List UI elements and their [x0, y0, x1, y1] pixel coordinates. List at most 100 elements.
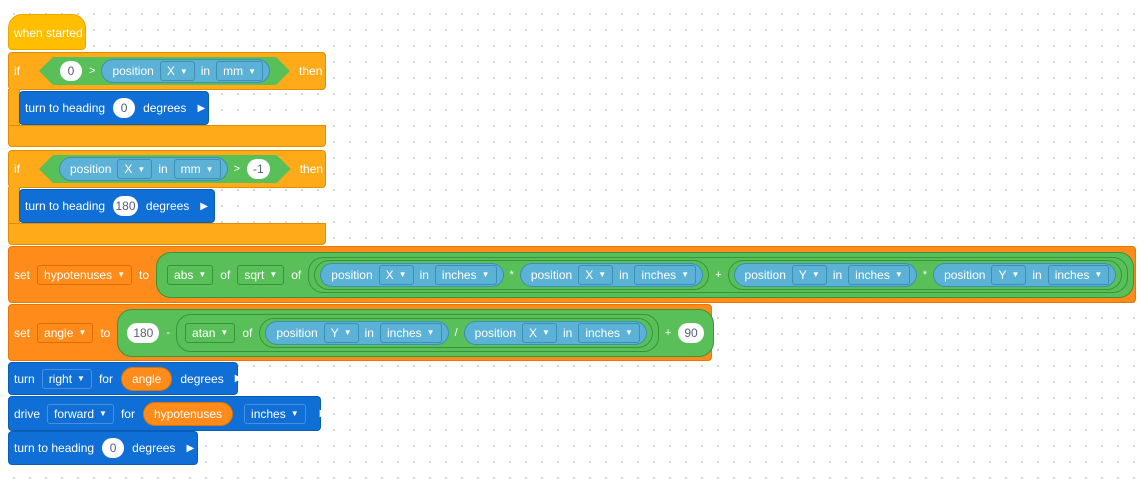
- drive-block[interactable]: drive forward▼ for hypotenuses inches▼ ▶: [8, 396, 327, 431]
- chevron-down-icon: ▼: [205, 164, 214, 174]
- chevron-down-icon: ▼: [481, 270, 490, 279]
- number-input[interactable]: 90: [678, 322, 704, 343]
- if-block-2[interactable]: if position X▼ in mm▼ > -1 then: [8, 150, 326, 188]
- in-label: in: [200, 64, 211, 78]
- play-icon[interactable]: ▶: [200, 200, 208, 212]
- unit-dropdown[interactable]: inches▼: [848, 264, 910, 285]
- heading-input[interactable]: 0: [113, 98, 136, 118]
- position-reporter[interactable]: position Y▼ in inches▼: [733, 262, 917, 287]
- play-icon[interactable]: ▶: [234, 373, 243, 384]
- turn-to-heading-block-3[interactable]: turn to heading 0 degrees ▶: [8, 431, 198, 465]
- position-label: position: [530, 267, 573, 282]
- turn-to-heading-label: turn to heading: [14, 441, 95, 455]
- if-block-1[interactable]: if 0 > position X▼ in mm▼ then: [8, 52, 326, 90]
- chevron-down-icon: ▼: [290, 409, 299, 418]
- position-reporter[interactable]: position X▼ in inches▼: [519, 262, 704, 287]
- chevron-down-icon: ▼: [99, 409, 107, 418]
- position-reporter[interactable]: position X▼ in mm▼: [59, 157, 228, 181]
- sum-reporter[interactable]: position X▼ in inches▼ * position X▼ in …: [308, 256, 1129, 293]
- atan-function-dropdown[interactable]: atan▼: [185, 322, 236, 343]
- in-label: in: [364, 325, 374, 340]
- product-reporter-y[interactable]: position Y▼ in inches▼ * position Y▼ in …: [727, 259, 1123, 290]
- set-label: set: [14, 325, 31, 340]
- for-label: for: [120, 406, 135, 421]
- play-icon[interactable]: ▶: [197, 102, 206, 114]
- position-label: position: [944, 267, 986, 282]
- when-started-label: when started: [14, 26, 83, 40]
- variable-dropdown[interactable]: hypotenuses▼: [37, 264, 132, 285]
- angle-variable-reporter[interactable]: angle: [120, 366, 173, 391]
- unit-dropdown[interactable]: inches▼: [379, 322, 442, 343]
- unit-dropdown[interactable]: inches▼: [1047, 264, 1110, 285]
- position-reporter[interactable]: position X▼ in inches▼: [463, 320, 647, 345]
- divide-reporter[interactable]: position Y▼ in inches▼ / position X▼ in …: [259, 317, 653, 348]
- axis-dropdown[interactable]: X▼: [160, 61, 195, 81]
- degrees-label: degrees: [132, 441, 176, 455]
- direction-dropdown[interactable]: right▼: [41, 368, 92, 389]
- greater-than-condition[interactable]: position X▼ in mm▼ > -1: [39, 155, 291, 183]
- unit-dropdown[interactable]: mm▼: [216, 61, 263, 81]
- chevron-down-icon: ▼: [598, 270, 607, 279]
- chevron-down-icon: ▼: [681, 270, 690, 279]
- set-angle-block[interactable]: set angle▼ to 180 - atan▼ of position Y▼…: [8, 304, 714, 361]
- chevron-down-icon: ▼: [198, 270, 207, 279]
- hypotenuses-variable-reporter[interactable]: hypotenuses: [142, 401, 234, 426]
- chevron-down-icon: ▼: [811, 270, 820, 279]
- position-reporter[interactable]: position Y▼ in inches▼: [265, 320, 449, 345]
- product-reporter-x[interactable]: position X▼ in inches▼ * position X▼ in …: [314, 259, 710, 290]
- of-label: of: [220, 267, 231, 282]
- atan-reporter[interactable]: atan▼ of position Y▼ in inches▼ / positi…: [176, 313, 659, 352]
- greater-than-condition[interactable]: 0 > position X▼ in mm▼: [39, 57, 290, 85]
- chevron-down-icon: ▼: [426, 328, 435, 337]
- unit-dropdown[interactable]: inches▼: [578, 322, 640, 343]
- plus-operator: +: [664, 326, 672, 339]
- in-label: in: [562, 325, 573, 340]
- axis-dropdown[interactable]: X▼: [522, 322, 557, 343]
- chevron-down-icon: ▼: [343, 328, 352, 337]
- turn-to-heading-block-2[interactable]: turn to heading 180 degrees ▶: [19, 189, 215, 223]
- chevron-down-icon: ▼: [398, 270, 407, 279]
- in-label: in: [1032, 267, 1042, 282]
- number-input[interactable]: 180: [127, 322, 160, 343]
- axis-dropdown[interactable]: Y▼: [323, 322, 359, 343]
- play-icon[interactable]: ▶: [186, 442, 195, 454]
- variable-dropdown[interactable]: angle▼: [37, 322, 94, 343]
- axis-dropdown[interactable]: Y▼: [791, 264, 827, 285]
- unit-dropdown[interactable]: mm▼: [174, 159, 221, 179]
- number-input[interactable]: 0: [60, 61, 82, 81]
- divide-operator: /: [454, 326, 458, 339]
- axis-dropdown[interactable]: X▼: [578, 264, 614, 285]
- position-label: position: [744, 267, 786, 282]
- add-reporter[interactable]: 180 - atan▼ of position Y▼ in inches▼ / …: [117, 308, 714, 357]
- turn-block[interactable]: turn right▼ for angle degrees ▶: [8, 362, 242, 395]
- sqrt-function-dropdown[interactable]: sqrt▼: [237, 264, 285, 285]
- position-reporter[interactable]: position X▼ in inches▼: [320, 262, 504, 287]
- chevron-down-icon: ▼: [78, 328, 87, 337]
- heading-input[interactable]: 180: [113, 196, 138, 216]
- when-started-block[interactable]: when started: [8, 14, 86, 50]
- unit-dropdown[interactable]: inches▼: [434, 264, 497, 285]
- axis-dropdown[interactable]: Y▼: [991, 264, 1027, 285]
- position-reporter[interactable]: position Y▼ in inches▼: [933, 262, 1117, 287]
- axis-dropdown[interactable]: X▼: [117, 159, 152, 179]
- unit-dropdown[interactable]: inches▼: [634, 264, 697, 285]
- abs-reporter[interactable]: abs▼ of sqrt▼ of position X▼ in inches▼ …: [156, 251, 1135, 298]
- direction-dropdown[interactable]: forward▼: [47, 403, 114, 424]
- play-icon[interactable]: ▶: [319, 408, 328, 419]
- unit-dropdown[interactable]: inches▼: [244, 403, 306, 424]
- multiply-operator: *: [922, 268, 928, 281]
- number-input[interactable]: -1: [247, 159, 270, 179]
- drive-label: drive: [14, 406, 41, 421]
- position-reporter[interactable]: position X▼ in mm▼: [101, 59, 270, 83]
- axis-dropdown[interactable]: X▼: [378, 264, 414, 285]
- set-hypotenuses-block[interactable]: set hypotenuses▼ to abs▼ of sqrt▼ of pos…: [8, 246, 1136, 303]
- turn-to-heading-label: turn to heading: [25, 199, 106, 213]
- in-label: in: [832, 267, 843, 282]
- abs-function-dropdown[interactable]: abs▼: [167, 264, 214, 285]
- position-label: position: [331, 267, 373, 282]
- plus-operator: +: [715, 268, 722, 281]
- chevron-down-icon: ▼: [248, 66, 257, 76]
- chevron-down-icon: ▼: [117, 270, 125, 279]
- turn-to-heading-block-1[interactable]: turn to heading 0 degrees ▶: [19, 91, 209, 125]
- heading-input[interactable]: 0: [102, 438, 125, 458]
